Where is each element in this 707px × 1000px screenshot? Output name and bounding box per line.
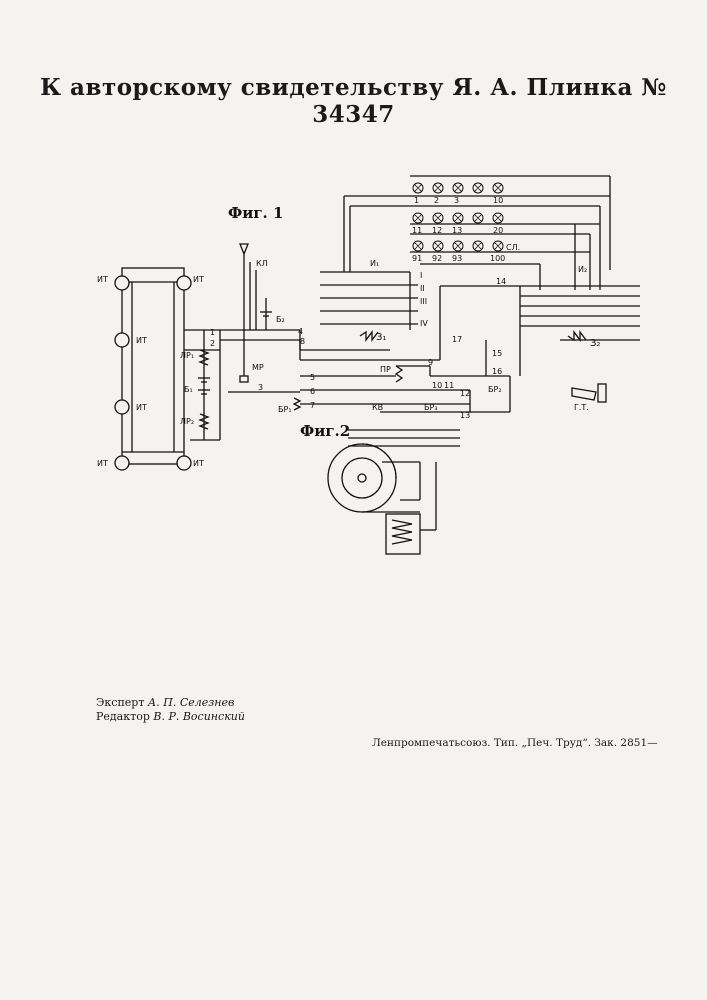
fig1-label: Фиг. 1	[228, 204, 283, 222]
i1-label: И₁	[370, 259, 379, 268]
it-label: ИТ	[136, 403, 147, 412]
contact-label-iii: III	[420, 297, 427, 306]
terminal-number: 10	[432, 381, 442, 390]
gt-label: Г.Т.	[574, 403, 589, 412]
lamp-number: 12	[432, 226, 442, 235]
terminal-number: 2	[210, 339, 215, 348]
br3-label: БР₃	[424, 403, 438, 412]
pr-label: ПР	[380, 365, 391, 374]
terminal-number: 9	[428, 358, 433, 367]
lamp-number: 2	[434, 196, 439, 205]
br2-label: БР₂	[488, 385, 502, 394]
contact-label-iv: IV	[420, 319, 428, 328]
z2-label: З₂	[590, 338, 600, 349]
lr2-label: ЛР₂	[180, 417, 194, 426]
expert-line: Эксперт А. П. Селезнев	[96, 696, 245, 710]
mr-label: МР	[252, 363, 264, 372]
lamp-number: 93	[452, 254, 462, 263]
contact-label-i: I	[420, 271, 422, 280]
terminal-number: 15	[492, 349, 502, 358]
it-label: ИТ	[136, 336, 147, 345]
lamps	[413, 183, 503, 251]
terminal-number: 8	[300, 337, 305, 346]
terminal-number: 4	[298, 327, 303, 336]
expert-name: А. П. Селезнев	[148, 696, 235, 709]
terminal-number: 11	[444, 381, 454, 390]
lamp-number: 13	[452, 226, 462, 235]
credits: Эксперт А. П. Селезнев Редактор В. Р. Во…	[96, 696, 245, 724]
terminal-number: 17	[452, 335, 462, 344]
terminal-number: 5	[310, 373, 315, 382]
lamp-number: 20	[493, 226, 503, 235]
lamp-number: 100	[490, 254, 505, 263]
i2-label: И₂	[578, 265, 587, 274]
it-label: ИТ	[193, 275, 204, 284]
terminal-number: 6	[310, 387, 315, 396]
lamp-number: 92	[432, 254, 442, 263]
br1-label: БР₁	[278, 405, 292, 414]
lamp-number: 11	[412, 226, 422, 235]
editor-line: Редактор В. Р. Восинский	[96, 710, 245, 724]
it-label: ИТ	[97, 459, 108, 468]
b2-label: Б₂	[276, 315, 285, 324]
terminal-number: 7	[310, 401, 315, 410]
trunk-lines	[520, 286, 640, 402]
lamp-number: 10	[493, 196, 503, 205]
fig2-label: Фиг.2	[300, 422, 350, 440]
left-relays	[190, 330, 220, 440]
fig2-mechanism	[328, 430, 460, 554]
z1-label: З₁	[376, 332, 386, 343]
terminal-number: 14	[496, 277, 506, 286]
terminal-number: 1	[210, 328, 215, 337]
lamp-number: СЛ.	[506, 243, 520, 252]
expert-role: Эксперт	[96, 696, 144, 709]
terminal-number: 13	[460, 411, 470, 420]
contact-label-ii: II	[420, 284, 425, 293]
kl-label: КЛ	[256, 259, 268, 268]
lamp-number: 91	[412, 254, 422, 263]
it-label: ИТ	[97, 275, 108, 284]
kv-label: КВ	[372, 403, 383, 412]
b1-label: Б₁	[184, 385, 193, 394]
editor-name: В. Р. Восинский	[153, 710, 245, 723]
lamp-number: 3	[454, 196, 459, 205]
terminal-number: 3	[258, 383, 263, 392]
it-label: ИТ	[193, 459, 204, 468]
printer-imprint: Ленпромпечатьсоюз. Тип. „Печ. Труд“. Зак…	[372, 737, 658, 749]
lamp-number: 1	[414, 196, 419, 205]
lr1-label: ЛР₁	[180, 351, 194, 360]
terminal-number: 16	[492, 367, 502, 376]
terminal-number: 12	[460, 389, 470, 398]
editor-role: Редактор	[96, 710, 150, 723]
